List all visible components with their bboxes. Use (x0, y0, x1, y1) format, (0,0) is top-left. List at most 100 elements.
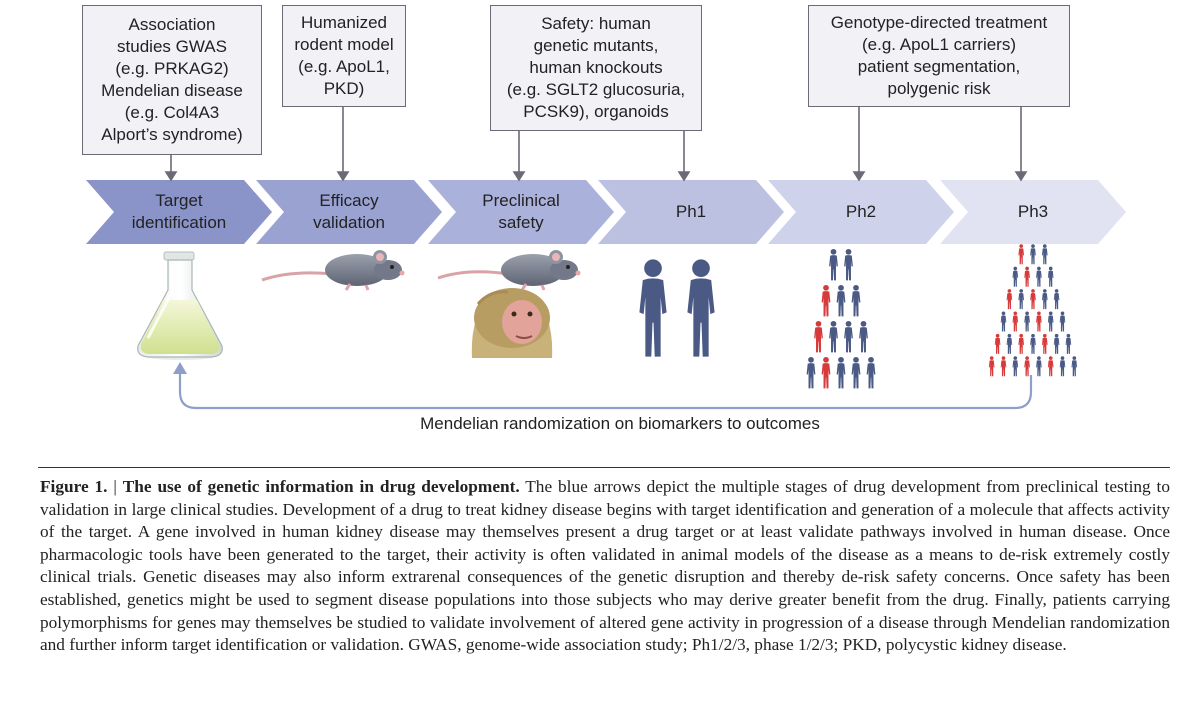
person-icon (1024, 266, 1030, 287)
box-line: PKD) (323, 79, 365, 98)
figure-title: The use of genetic information in drug d… (122, 477, 520, 496)
ph1-people (639, 259, 715, 357)
box-line: genetic mutants, (533, 36, 659, 55)
stage-label-line: identification (131, 213, 227, 232)
caption-divider (38, 467, 1170, 468)
box-line: PCSK9), organoids (523, 102, 669, 121)
stage-arrow (428, 180, 614, 244)
person-icon (829, 248, 838, 281)
flask-icon (137, 251, 223, 360)
feedback-loop-arrow (173, 362, 1033, 410)
person-icon (1042, 333, 1048, 354)
person-icon (1047, 311, 1054, 332)
genotype-treatment-box: Genotype-directed treatment(e.g. ApoL1 c… (808, 5, 1070, 107)
box-line: Safety: human (541, 14, 651, 33)
stage-label-line: Ph1 (675, 202, 707, 221)
person-icon (1071, 356, 1078, 377)
box-line: rodent model (294, 35, 394, 54)
mendelian-randomization-label: Mendelian randomization on biomarkers to… (420, 414, 820, 433)
person-icon (844, 320, 853, 353)
drug-development-diagram: Association studies GWAS (e.g. PRKAG2) Mend… (82, 5, 1126, 433)
person-icon (836, 284, 846, 317)
stage-label-line: safety (498, 213, 544, 232)
connector-arrowhead (1014, 171, 1028, 182)
person-icon (1012, 311, 1019, 332)
mouse-icon (261, 250, 405, 291)
person-icon (639, 259, 667, 357)
association-studies-box: Association studies GWAS (e.g. PRKAG2) Mend… (82, 5, 262, 155)
stage-label-line: Target (155, 191, 203, 210)
person-icon (836, 356, 846, 389)
person-icon (1018, 333, 1024, 354)
stage-arrow (86, 180, 272, 244)
person-icon (821, 356, 831, 389)
connector-arrowhead (852, 171, 866, 182)
person-icon (1059, 311, 1066, 332)
connector-arrowhead (677, 171, 691, 182)
person-icon (1000, 311, 1007, 332)
person-icon (1006, 289, 1013, 310)
person-icon (1036, 266, 1042, 287)
person-icon (851, 356, 861, 389)
box-line: Humanized (301, 13, 387, 32)
stage-arrow (940, 180, 1126, 244)
safety-box: Safety: human genetic mutants, human knock… (490, 5, 702, 131)
person-icon (844, 248, 853, 281)
ph2-people (806, 248, 876, 389)
stage-arrow (768, 180, 954, 244)
monkey-icon (471, 288, 553, 358)
person-icon (687, 259, 715, 357)
box-line: Mendelian disease (101, 81, 243, 100)
box-line: patient segmentation, (857, 57, 1021, 76)
diagram-graphics (86, 107, 1126, 410)
person-icon (1012, 266, 1019, 287)
person-icon (988, 356, 995, 377)
box-line: Association (128, 15, 216, 34)
person-icon (1036, 311, 1042, 332)
person-icon (1000, 356, 1007, 377)
person-icon (859, 320, 868, 353)
box-line: (e.g. Col4A3 (124, 103, 220, 122)
person-icon (1065, 333, 1072, 354)
person-icon (1042, 244, 1048, 265)
person-icon (994, 333, 1001, 354)
person-icon (1018, 289, 1024, 310)
stage-label: Ph2 (781, 201, 941, 223)
caption-body: The blue arrows depict the multiple stag… (40, 477, 1170, 655)
person-icon (1024, 356, 1030, 377)
box-line: Alport’s syndrome) (101, 125, 243, 144)
figure-caption: Figure 1. | The use of genetic informati… (40, 476, 1170, 657)
stage-label-line: Efficacy (319, 191, 379, 210)
stage-label: Ph1 (611, 201, 771, 223)
box-line: (e.g. PRKAG2) (115, 59, 229, 78)
person-icon (1036, 356, 1042, 377)
person-icon (1030, 244, 1036, 265)
box-line: (e.g. SGLT2 glucosuria, (506, 80, 686, 99)
person-icon (1053, 289, 1060, 310)
stage-label: Target identification (99, 190, 259, 234)
box-line: studies GWAS (117, 37, 227, 56)
humanized-rodent-box: Humanized rodent model (e.g. ApoL1, PKD) (282, 5, 406, 107)
person-icon (1030, 289, 1036, 310)
person-icon (1018, 244, 1024, 265)
box-line: (e.g. ApoL1, (298, 57, 390, 76)
stage-label: Ph3 (953, 201, 1113, 223)
stage-label: Preclinical safety (441, 190, 601, 234)
person-icon (821, 284, 831, 317)
stage-label-line: Ph2 (845, 202, 877, 221)
person-icon (1006, 333, 1013, 354)
box-line: human knockouts (529, 58, 663, 77)
person-icon (814, 320, 823, 353)
person-icon (829, 320, 838, 353)
person-icon (1059, 356, 1066, 377)
person-icon (1047, 266, 1054, 287)
stage-arrow (256, 180, 442, 244)
connector-arrowhead (512, 171, 526, 182)
stage-label-line: validation (313, 213, 385, 232)
person-icon (1030, 333, 1036, 354)
box-line: Genotype-directed treatment (830, 13, 1048, 32)
person-icon (806, 356, 816, 389)
stage-label-line: Preclinical (482, 191, 560, 210)
person-icon (1047, 356, 1054, 377)
connector-arrowhead (164, 171, 178, 182)
